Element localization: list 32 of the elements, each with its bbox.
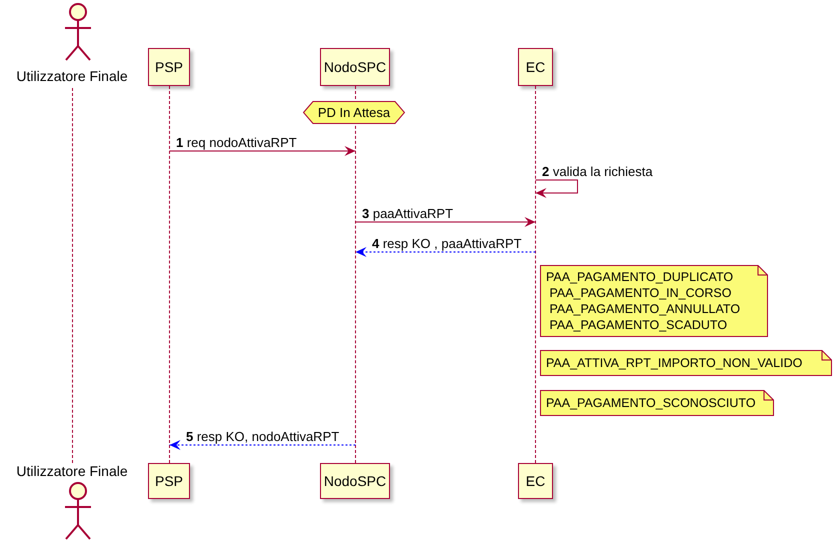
participant-box: EC	[518, 463, 553, 499]
state-hexagon	[303, 101, 405, 124]
message-arrow	[535, 180, 578, 198]
edge-label: 3 paaAttivaRPT	[362, 206, 454, 221]
note-text: PAA_ATTIVA_RPT_IMPORTO_NON_VALIDO	[546, 355, 804, 371]
note-text: PAA_PAGAMENTO_SCADUTO	[548, 317, 728, 333]
lifeline	[169, 86, 170, 463]
participant-box: NodoSPC	[320, 463, 390, 499]
note-text: PAA_PAGAMENTO_ANNULLATO	[548, 301, 742, 317]
lifeline	[72, 88, 73, 463]
note	[540, 350, 832, 376]
edge-label: 2 valida la richiesta	[542, 164, 653, 179]
message-arrow	[355, 247, 536, 257]
note-text: PAA_PAGAMENTO_IN_CORSO	[548, 285, 732, 301]
lifeline	[535, 86, 536, 463]
message-arrow	[169, 440, 356, 450]
participant-box: PSP	[148, 463, 190, 499]
actor-label: Utilizzatore Finale	[15, 67, 129, 86]
edge-label: 5 resp KO, nodoAttivaRPT	[186, 429, 340, 444]
edge-label: 1 req nodoAttivaRPT	[176, 135, 297, 150]
message-arrow	[169, 146, 356, 156]
note	[540, 390, 774, 416]
edge-label: 4 resp KO , paaAttivaRPT	[372, 236, 522, 251]
note	[540, 265, 768, 337]
state-label: PD In Attesa	[318, 104, 390, 122]
participant-box: EC	[518, 48, 553, 86]
note-text: PAA_PAGAMENTO_DUPLICATO	[546, 269, 734, 285]
participant-box: NodoSPC	[320, 48, 390, 86]
note-text: PAA_PAGAMENTO_SCONOSCIUTO	[546, 395, 757, 411]
message-arrow	[355, 217, 536, 227]
participant-box: PSP	[148, 48, 190, 86]
actor-label: Utilizzatore Finale	[15, 462, 129, 481]
